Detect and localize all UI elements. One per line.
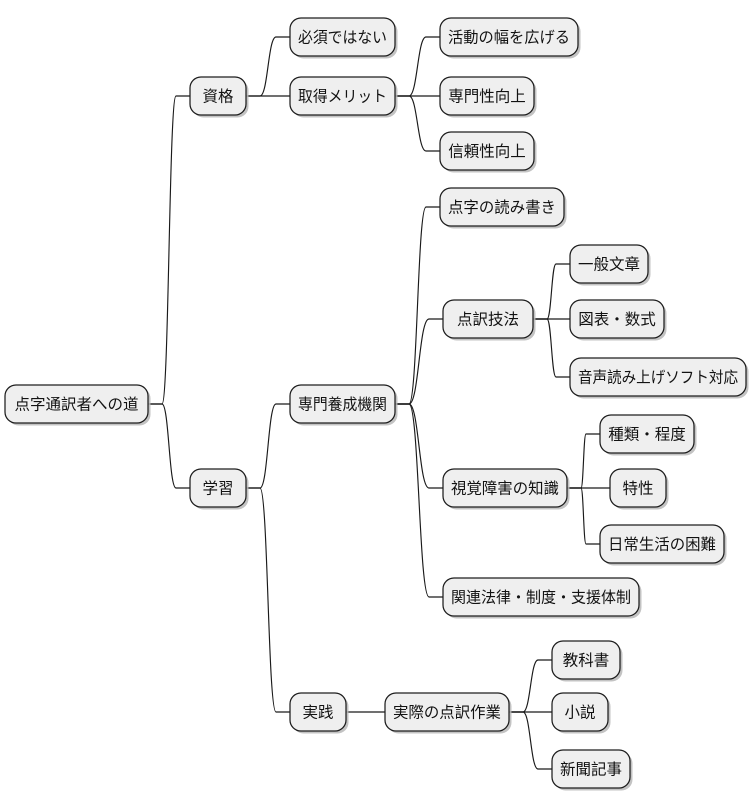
node-box[interactable] [551, 692, 609, 732]
edge-root-to-gakushu [147, 403, 191, 489]
node-label: 取得メリット [298, 88, 387, 106]
edge-gakushu-to-yosei [245, 403, 291, 489]
node-box[interactable] [289, 384, 396, 424]
node-onsei[interactable]: 音声読み上げソフト対応 [569, 357, 749, 399]
node-box[interactable] [384, 692, 510, 732]
node-box[interactable] [569, 357, 747, 397]
node-gakushu[interactable]: 学習 [189, 468, 249, 510]
node-yomikaki[interactable]: 点字の読み書き [439, 187, 567, 229]
node-shinbun[interactable]: 新聞記事 [551, 749, 633, 791]
edge-yosei-to-yomikaki [394, 206, 441, 405]
node-zuhyo[interactable]: 図表・数式 [569, 299, 667, 341]
node-label: 視覚障害の知識 [451, 480, 559, 498]
node-katsudo[interactable]: 活動の幅を広げる [439, 17, 581, 59]
node-label: 音声読み上げソフト対応 [578, 369, 738, 387]
node-box[interactable] [599, 414, 695, 454]
node-label: 実際の点訳作業 [393, 704, 501, 722]
node-ippan[interactable]: 一般文章 [569, 244, 651, 286]
node-shosetsu[interactable]: 小説 [551, 692, 611, 734]
node-box[interactable] [439, 17, 579, 57]
node-shinrai[interactable]: 信頼性向上 [439, 131, 537, 173]
edge-shikaku_chi-to-nichijo [566, 487, 601, 545]
node-label: 実践 [302, 704, 333, 722]
node-label: 専門性向上 [448, 88, 526, 106]
node-label: 図表・数式 [578, 311, 656, 329]
edge-merit-to-shinrai [394, 95, 441, 152]
edge-tengigihou-to-onsei [532, 318, 571, 378]
node-jissen[interactable]: 実践 [289, 692, 349, 734]
node-box[interactable] [442, 468, 568, 508]
node-hissu[interactable]: 必須ではない [289, 17, 398, 59]
node-label: 小説 [564, 704, 595, 722]
node-box[interactable] [289, 17, 396, 57]
node-label: 学習 [202, 480, 233, 498]
edge-tengigihou-to-ippan [532, 263, 571, 320]
node-tokusei[interactable]: 特性 [609, 468, 669, 510]
node-box[interactable] [439, 187, 565, 227]
node-senmonsei[interactable]: 専門性向上 [439, 76, 537, 118]
node-box[interactable] [569, 299, 665, 339]
node-label: 教科書 [563, 652, 610, 670]
node-label: 種類・程度 [608, 426, 686, 444]
node-box[interactable] [442, 299, 534, 339]
edge-yosei-to-shikaku_chi [394, 403, 444, 489]
node-label: 信頼性向上 [448, 143, 526, 161]
node-box[interactable] [189, 468, 247, 508]
node-label: 点字通訳者への道 [14, 396, 138, 414]
node-kanren[interactable]: 関連法律・制度・支援体制 [442, 577, 642, 619]
edge-shikaku-to-hissu [245, 36, 291, 97]
node-yosei[interactable]: 専門養成機関 [289, 384, 398, 426]
node-root[interactable]: 点字通訳者への道 [4, 384, 151, 426]
node-label: 点訳技法 [457, 311, 519, 329]
edge-yosei-to-kanren [394, 403, 444, 598]
node-shikaku[interactable]: 資格 [189, 76, 249, 118]
node-tengigihou[interactable]: 点訳技法 [442, 299, 536, 341]
node-box[interactable] [569, 244, 649, 284]
edge-merit-to-katsudo [394, 36, 441, 97]
node-nichijo[interactable]: 日常生活の困難 [599, 524, 727, 566]
edge-jissai-to-shinbun [508, 711, 553, 770]
node-box[interactable] [551, 640, 621, 680]
node-box[interactable] [289, 692, 347, 732]
node-box[interactable] [439, 131, 535, 171]
node-label: 日常生活の困難 [608, 536, 716, 554]
node-label: 必須ではない [298, 29, 387, 47]
node-box[interactable] [189, 76, 247, 116]
edge-root-to-shikaku [147, 95, 191, 405]
node-label: 関連法律・制度・支援体制 [451, 589, 631, 607]
node-label: 活動の幅を広げる [448, 29, 570, 47]
node-label: 特性 [622, 480, 653, 498]
node-box[interactable] [442, 577, 640, 617]
edge-yosei-to-tengigihou [394, 318, 444, 405]
edge-jissai-to-kyokasho [508, 659, 553, 713]
node-shurui[interactable]: 種類・程度 [599, 414, 697, 456]
node-box[interactable] [4, 384, 149, 424]
node-box[interactable] [551, 749, 631, 789]
edge-layer [147, 36, 611, 770]
node-kyokasho[interactable]: 教科書 [551, 640, 623, 682]
node-label: 資格 [202, 88, 234, 106]
node-box[interactable] [439, 76, 535, 116]
node-jissai[interactable]: 実際の点訳作業 [384, 692, 512, 734]
node-box[interactable] [599, 524, 725, 564]
node-label: 一般文章 [578, 256, 640, 274]
node-box[interactable] [289, 76, 396, 116]
node-label: 点字の読み書き [448, 199, 556, 217]
node-merit[interactable]: 取得メリット [289, 76, 398, 118]
node-label: 専門養成機関 [298, 396, 387, 414]
edge-shikaku_chi-to-shurui [566, 433, 601, 489]
node-shikaku_chi[interactable]: 視覚障害の知識 [442, 468, 570, 510]
node-label: 新聞記事 [560, 761, 622, 779]
node-box[interactable] [609, 468, 667, 508]
edge-gakushu-to-jissen [245, 487, 291, 713]
